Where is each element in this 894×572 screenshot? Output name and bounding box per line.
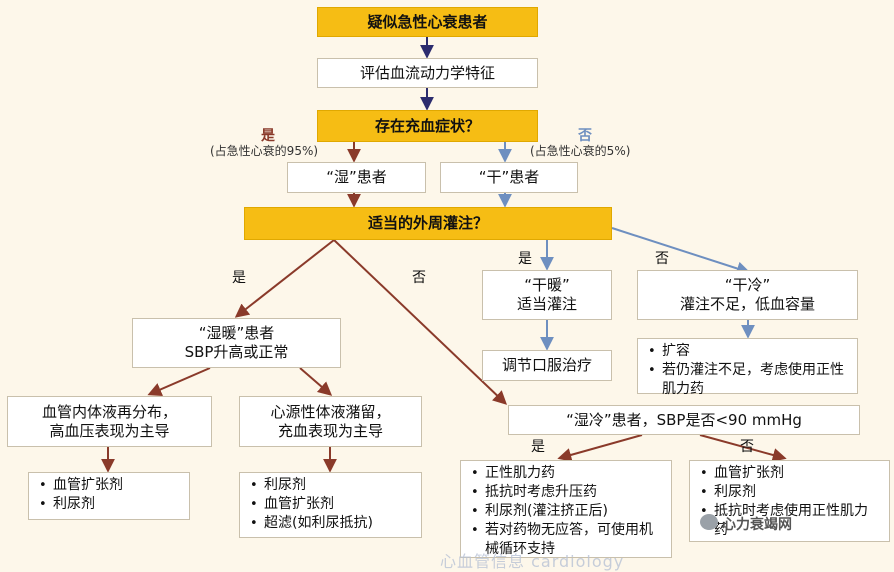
hemodynamics-node: 评估血流动力学特征 bbox=[317, 58, 538, 88]
perfusion-question-node: 适当的外周灌注？ bbox=[244, 207, 612, 240]
oral-therapy-node: 调节口服治疗 bbox=[482, 350, 612, 381]
dry-cold-treatment-list: 扩容 若仍灌注不足，考虑使用正性肌力药 bbox=[637, 338, 858, 397]
dry-patient-node: “干”患者 bbox=[440, 162, 578, 193]
sbp-no-label: 否 bbox=[740, 439, 754, 455]
vascular-treat-item: 利尿剂 bbox=[39, 495, 123, 514]
wet-warm-node: “湿暖”患者 SBP升高或正常 bbox=[132, 318, 341, 368]
wet-cold-yes-item: 若对药物无应答，可使用机械循环支持 bbox=[471, 521, 663, 559]
watermark-text: 心力衰竭网 bbox=[722, 517, 792, 533]
perf-dry-no-label: 否 bbox=[655, 251, 669, 267]
dry-cold-treat-item: 若仍灌注不足，考虑使用正性肌力药 bbox=[648, 361, 849, 399]
cardiac-treat-item: 血管扩张剂 bbox=[250, 495, 373, 514]
congestion-yes-pct: (占急性心衰的95%) bbox=[210, 144, 319, 158]
wechat-icon bbox=[700, 514, 718, 530]
congestion-no-label: 否 bbox=[578, 128, 592, 144]
arrow-perfusion-to-drycold bbox=[611, 227, 751, 276]
arrow-perfusion-to-wetwarm bbox=[234, 239, 335, 318]
vascular-treatment-list: 血管扩张剂 利尿剂 bbox=[28, 472, 190, 520]
perf-dry-yes-label: 是 bbox=[518, 251, 532, 267]
congestion-question-node: 存在充血症状？ bbox=[317, 110, 538, 142]
dry-cold-node: “干冷” 灌注不足，低血容量 bbox=[637, 270, 858, 320]
perf-wet-yes-label: 是 bbox=[232, 270, 246, 286]
arrow-perfusion-to-wetcold bbox=[333, 239, 508, 405]
wet-cold-yes-item: 利尿剂(灌注挤正后) bbox=[471, 502, 663, 521]
vascular-redistribution-node: 血管内体液再分布， 高血压表现为主导 bbox=[7, 396, 212, 447]
wet-cold-no-item: 血管扩张剂 bbox=[700, 464, 881, 483]
watermark-under-text: 心血管信息 cardiology bbox=[440, 552, 625, 571]
arrow-wetwarm-to-cardiac bbox=[299, 367, 333, 396]
wet-cold-yes-treatment-list: 正性肌力药 抵抗时考虑升压药 利尿剂(灌注挤正后) 若对药物无应答，可使用机械循… bbox=[460, 460, 672, 558]
cardiac-retention-node: 心源性体液潴留， 充血表现为主导 bbox=[239, 396, 422, 447]
wet-cold-no-treatment-list: 血管扩张剂 利尿剂 抵抗时考虑使用正性肌力药 bbox=[689, 460, 890, 542]
wet-cold-yes-item: 抵抗时考虑升压药 bbox=[471, 483, 663, 502]
wet-patient-node: “湿”患者 bbox=[287, 162, 426, 193]
arrow-wetcold-to-yes bbox=[557, 434, 643, 462]
sbp-yes-label: 是 bbox=[531, 439, 545, 455]
cardiac-treatment-list: 利尿剂 血管扩张剂 超滤(如利尿抵抗) bbox=[239, 472, 422, 538]
wet-cold-yes-item: 正性肌力药 bbox=[471, 464, 663, 483]
suspected-hf-node: 疑似急性心衰患者 bbox=[317, 7, 538, 37]
perf-wet-no-label: 否 bbox=[412, 270, 426, 286]
vascular-treat-item: 血管扩张剂 bbox=[39, 476, 123, 495]
dry-cold-treat-item: 扩容 bbox=[648, 342, 849, 361]
dry-warm-node: “干暖” 适当灌注 bbox=[482, 270, 612, 320]
congestion-yes-label: 是 bbox=[261, 128, 275, 144]
wet-cold-no-item: 抵抗时考虑使用正性肌力药 bbox=[700, 502, 881, 540]
cardiac-treat-item: 超滤(如利尿抵抗) bbox=[250, 514, 373, 533]
cardiac-treat-item: 利尿剂 bbox=[250, 476, 373, 495]
congestion-no-pct: (占急性心衰的5%) bbox=[530, 144, 631, 158]
wet-cold-no-item: 利尿剂 bbox=[700, 483, 881, 502]
wet-cold-node: “湿冷”患者，SBP是否<90 mmHg bbox=[508, 405, 860, 435]
arrow-wetwarm-to-vascular bbox=[147, 367, 211, 396]
